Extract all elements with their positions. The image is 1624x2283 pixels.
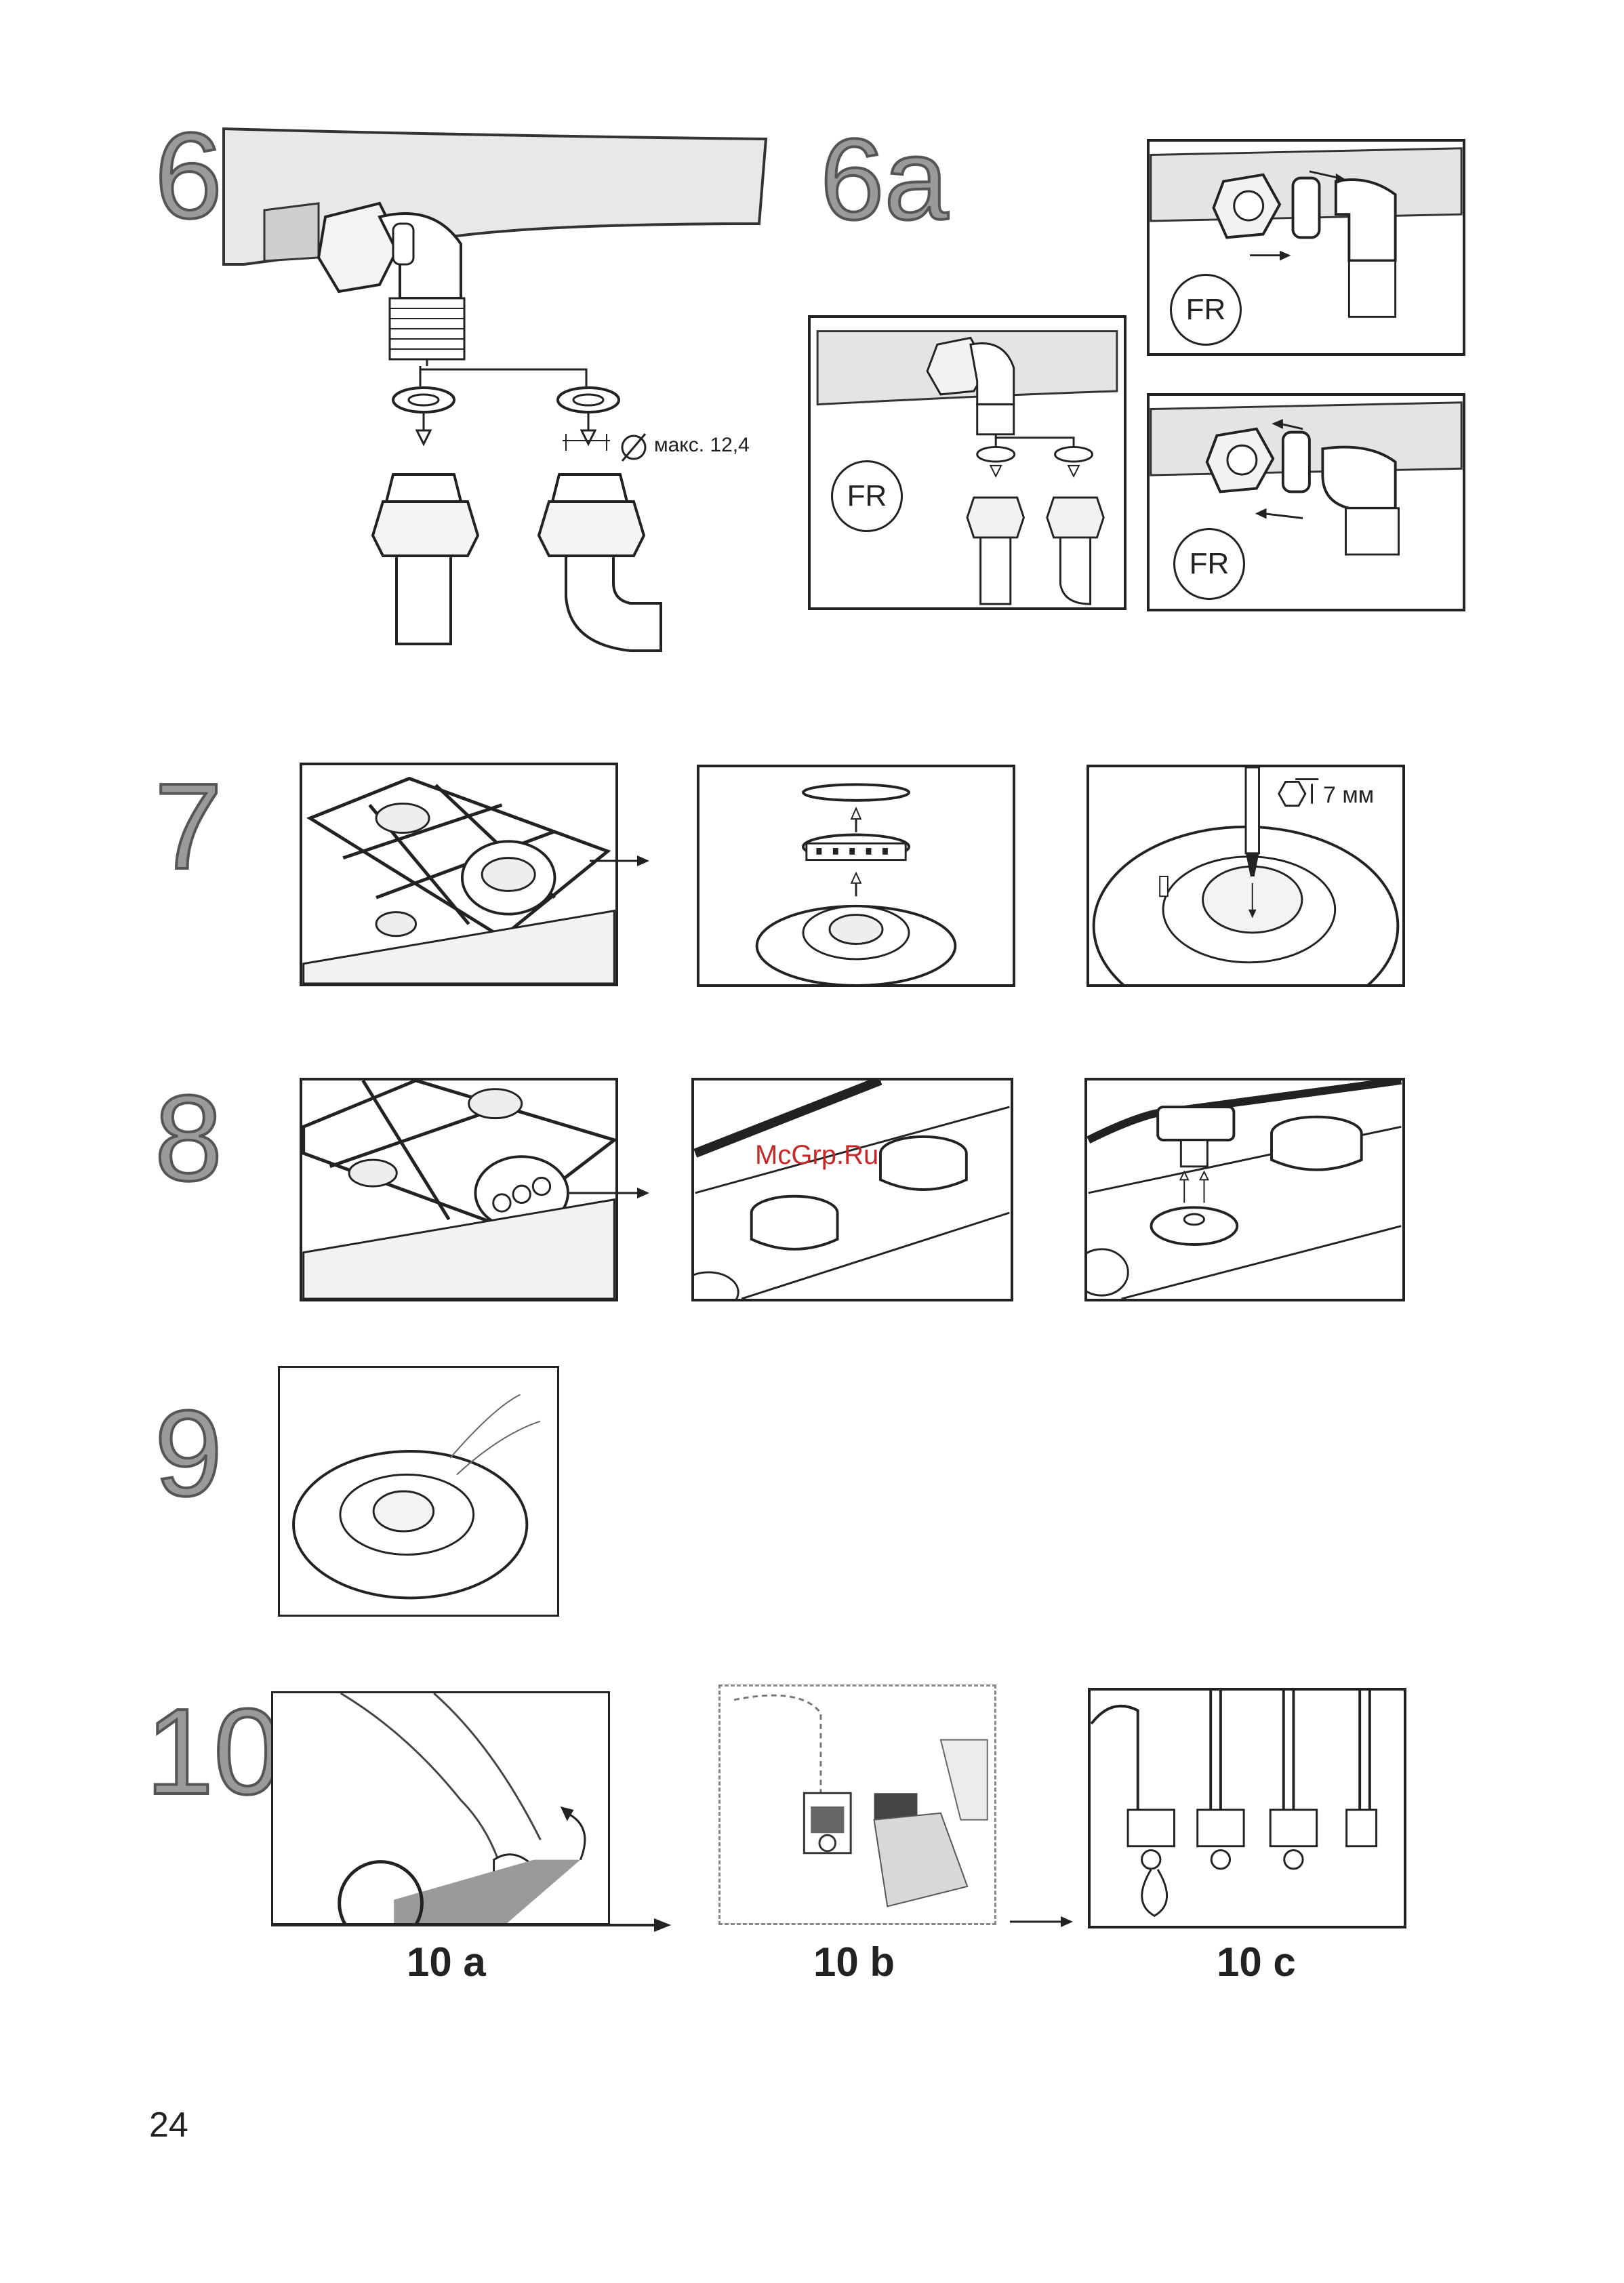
caption-10b: 10 b [813, 1939, 895, 1985]
gas-valves-row-icon [1091, 1691, 1404, 1926]
page-number: 24 [149, 2105, 188, 2145]
caption-10c: 10 c [1217, 1939, 1296, 1985]
panel-10c [1088, 1688, 1406, 1928]
